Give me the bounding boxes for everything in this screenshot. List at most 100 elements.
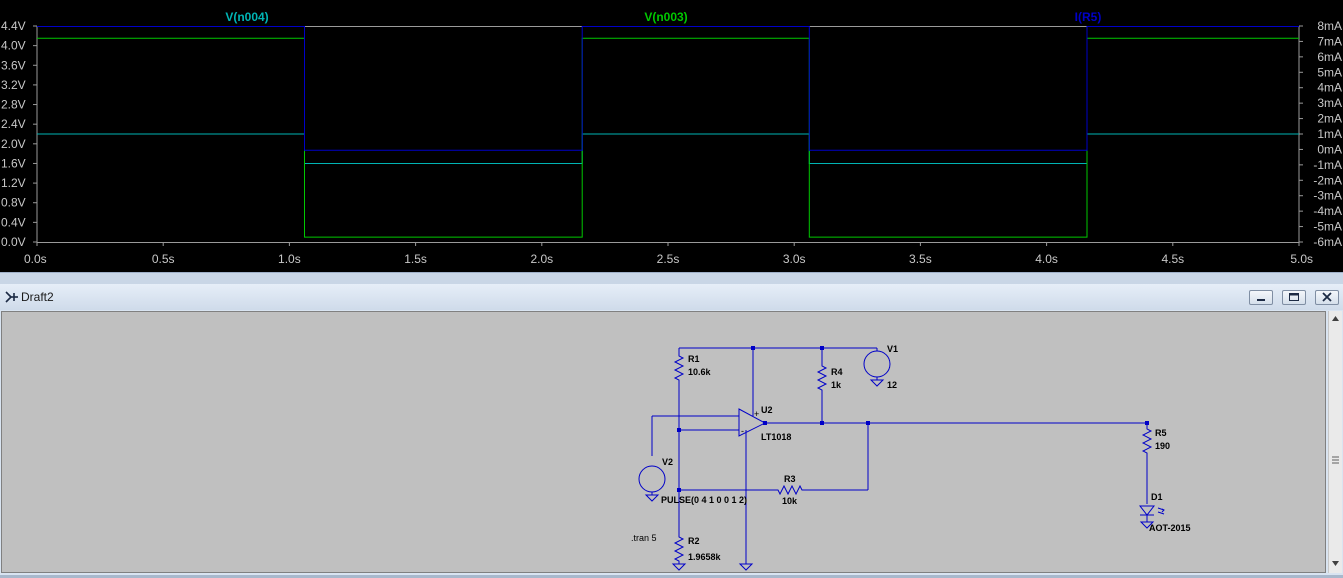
left-axis-tick-label: 1.6V — [1, 156, 26, 170]
junction-dot — [820, 421, 824, 425]
junction-dot — [763, 421, 767, 425]
d1-name: D1 — [1151, 492, 1163, 502]
x-axis-tick-label: 1.0s — [278, 252, 301, 266]
minimize-button[interactable] — [1249, 290, 1273, 305]
vertical-scrollbar[interactable] — [1328, 311, 1342, 573]
left-axis-tick-label: 3.2V — [1, 78, 26, 92]
close-icon — [1322, 292, 1332, 302]
schematic-window: Draft2 — [0, 284, 1343, 575]
source-v2[interactable] — [638, 465, 666, 493]
junction-dot — [820, 346, 824, 350]
left-axis-tick-label: 0.8V — [1, 196, 26, 210]
schematic-canvas[interactable]: R1 10.6k R4 1k V1 12 U2 LT1018 + - V2 PU… — [1, 311, 1326, 573]
right-axis-tick-label: -5mA — [1313, 220, 1342, 234]
resistor-r5[interactable] — [1141, 426, 1153, 456]
right-axis-tick-label: -2mA — [1313, 173, 1342, 187]
x-axis-tick-label: 0.0s — [24, 252, 47, 266]
scrollbar-graphics — [1332, 316, 1339, 566]
trace-label-0[interactable]: V(n004) — [225, 10, 268, 24]
opamp-u2[interactable] — [738, 408, 767, 437]
junction-dot — [677, 428, 681, 432]
tran-directive[interactable]: .tran 5 — [631, 533, 657, 543]
r5-name: R5 — [1155, 428, 1167, 438]
schematic-doc-icon — [5, 291, 18, 303]
trace-line-1 — [37, 37, 1299, 238]
v1-value: 12 — [887, 380, 897, 390]
x-axis-tick-label: 2.0s — [530, 252, 553, 266]
waveform-plot[interactable]: V(n004)V(n003)I(R5) 4.4V4.0V3.6V3.2V2.8V… — [0, 0, 1343, 272]
resistor-r4[interactable] — [816, 363, 828, 393]
restore-button[interactable] — [1282, 290, 1306, 305]
r4-name: R4 — [831, 367, 843, 377]
trace-label-1[interactable]: V(n003) — [644, 10, 687, 24]
resistor-r2[interactable] — [673, 534, 685, 564]
x-axis-tick-label: 0.5s — [152, 252, 175, 266]
r3-name: R3 — [784, 474, 796, 484]
r1-name: R1 — [688, 354, 700, 364]
r4-value: 1k — [831, 380, 842, 390]
trace-label-2[interactable]: I(R5) — [1075, 10, 1102, 24]
right-axis-tick-label: 3mA — [1317, 96, 1342, 110]
scroll-grip-icon — [1332, 456, 1339, 464]
scroll-down-arrow-icon — [1332, 561, 1339, 566]
r5-value: 190 — [1155, 441, 1170, 451]
left-axis-tick-label: 0.4V — [1, 215, 26, 229]
right-axis-tick-label: 2mA — [1317, 112, 1342, 126]
d1-value: AOT-2015 — [1149, 523, 1191, 533]
right-axis-tick-label: 8mA — [1317, 19, 1342, 33]
u2-value: LT1018 — [761, 432, 791, 442]
left-axis-tick-label: 2.4V — [1, 117, 26, 131]
ground-v2 — [644, 494, 660, 502]
v2-name: V2 — [662, 457, 673, 467]
trace-line-2 — [37, 26, 1299, 151]
x-axis-tick-label: 3.5s — [909, 252, 932, 266]
scroll-up-arrow-icon — [1332, 316, 1339, 321]
x-axis-tick-label: 1.5s — [404, 252, 427, 266]
x-axis-tick-label: 5.0s — [1290, 252, 1313, 266]
led-d1[interactable] — [1138, 505, 1156, 516]
right-axis-tick-label: -6mA — [1313, 235, 1342, 249]
right-axis-tick-label: -4mA — [1313, 204, 1342, 218]
right-axis-tick-label: 7mA — [1317, 34, 1342, 48]
r2-name: R2 — [688, 536, 700, 546]
opamp-plus-sign: + — [754, 409, 759, 419]
right-axis-tick-label: 5mA — [1317, 65, 1342, 79]
junction-dot — [677, 488, 681, 492]
ground-opamp — [738, 563, 754, 571]
resistor-r1[interactable] — [673, 353, 685, 384]
minimize-icon — [1257, 299, 1265, 301]
source-v1[interactable] — [863, 350, 891, 378]
trace-line-0 — [37, 133, 1299, 164]
ground-v1 — [869, 379, 885, 387]
v1-name: V1 — [887, 344, 898, 354]
right-axis-tick-label: 4mA — [1317, 81, 1342, 95]
right-axis-tick-label: -1mA — [1313, 158, 1342, 172]
close-button[interactable] — [1315, 290, 1339, 305]
r1-value: 10.6k — [688, 367, 712, 377]
right-axis-tick-label: 0mA — [1317, 142, 1342, 156]
v2-value: PULSE(0 4 1 0 0 1 2) — [661, 495, 747, 505]
left-axis-tick-label: 4.4V — [1, 19, 26, 33]
led-emission-arrows — [1157, 507, 1165, 515]
x-axis-tick-label: 2.5s — [657, 252, 680, 266]
junction-dot — [866, 421, 870, 425]
r2-value: 1.9658k — [688, 552, 722, 562]
ground-d1 — [1139, 521, 1155, 529]
resistor-r3[interactable] — [775, 484, 805, 496]
schematic-drawing[interactable]: R1 10.6k R4 1k V1 12 U2 LT1018 + - V2 PU… — [2, 312, 1325, 572]
left-axis-tick-label: 3.6V — [1, 58, 26, 72]
trace-labels: V(n004) V(n003) I(R5) — [225, 10, 1101, 24]
right-axis-tick-label: 6mA — [1317, 50, 1342, 64]
traces — [37, 26, 1299, 238]
restore-icon — [1289, 293, 1299, 301]
u2-name: U2 — [761, 405, 773, 415]
right-axis-tick-label: 1mA — [1317, 127, 1342, 141]
junction-dot — [751, 346, 755, 350]
left-axis: 4.4V4.0V3.6V3.2V2.8V2.4V2.0V1.6V1.2V0.8V… — [1, 19, 37, 249]
left-axis-tick-label: 4.0V — [1, 39, 26, 53]
left-axis-tick-label: 1.2V — [1, 176, 26, 190]
x-axis-tick-label: 3.0s — [783, 252, 806, 266]
schematic-titlebar[interactable]: Draft2 — [0, 284, 1343, 310]
